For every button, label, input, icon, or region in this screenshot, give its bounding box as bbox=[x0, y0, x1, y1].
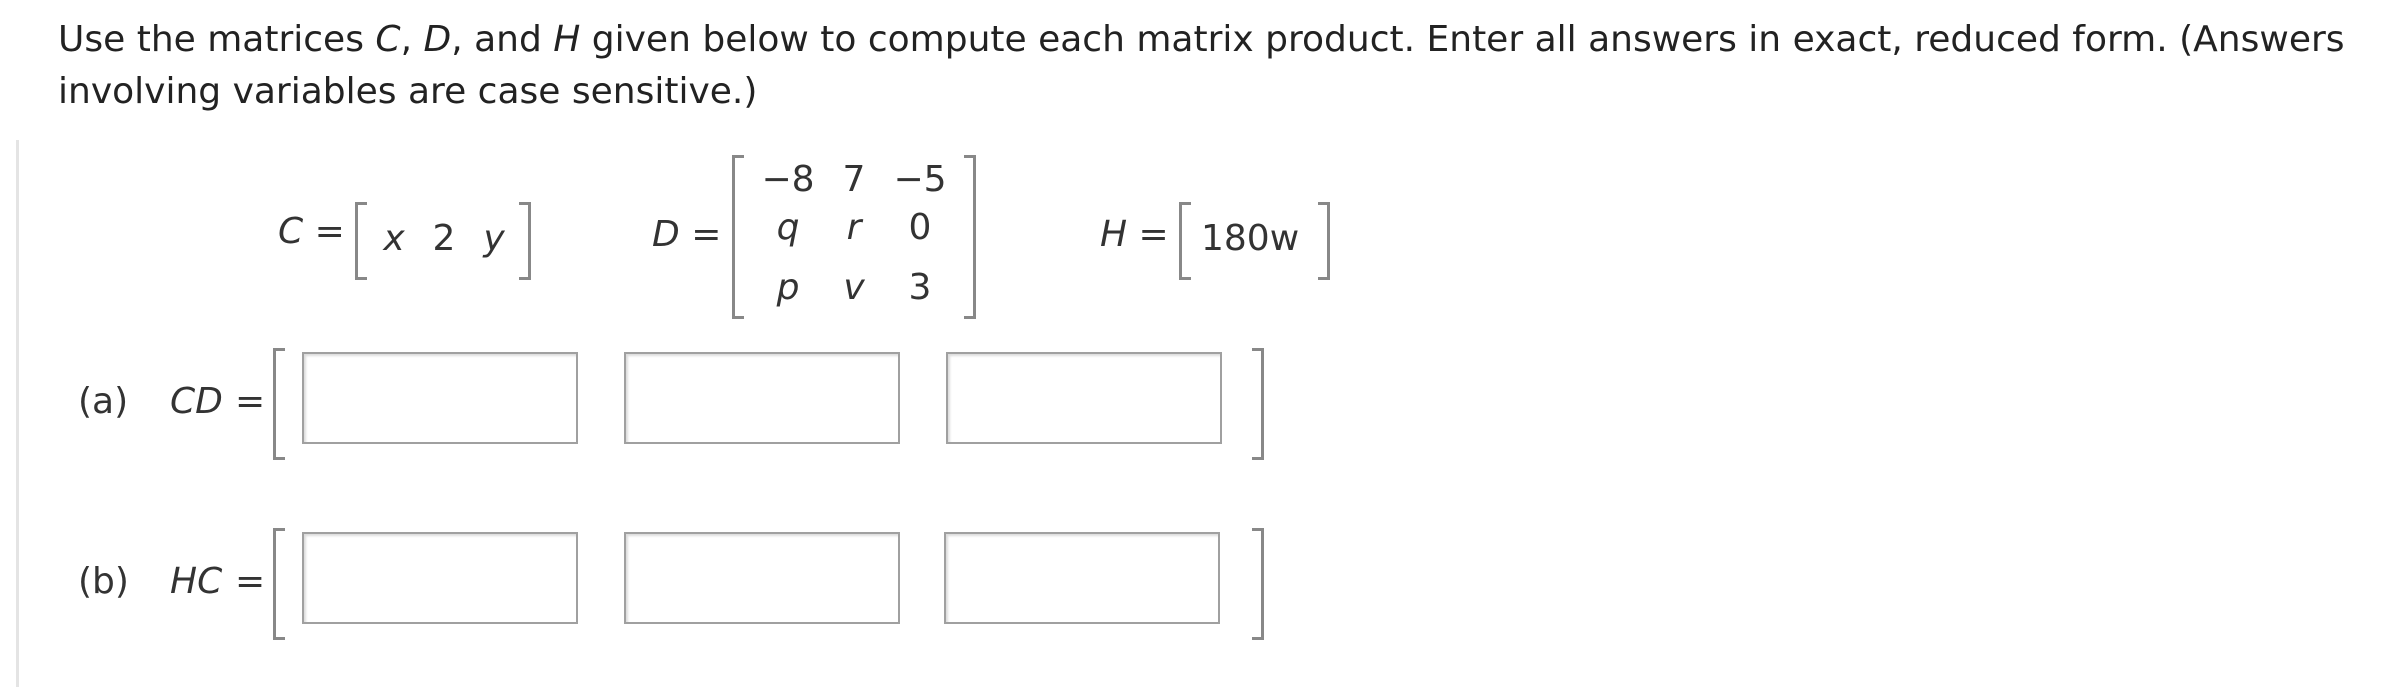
matrix-c-left-bracket bbox=[355, 202, 367, 280]
matrix-c-label: C = bbox=[278, 212, 345, 252]
part-b-right-bracket bbox=[1252, 528, 1264, 640]
matrix-d-cell: 0 bbox=[908, 207, 932, 248]
equals-sign: = bbox=[1138, 214, 1169, 255]
matrix-c-cell: x bbox=[383, 218, 405, 259]
part-a-letter: (a) bbox=[78, 381, 129, 422]
variable-h: H bbox=[553, 19, 581, 60]
matrix-h-right-bracket bbox=[1318, 202, 1330, 280]
part-b-answer-2[interactable] bbox=[624, 532, 900, 624]
instructions-separator: , and bbox=[451, 19, 554, 60]
part-a-answer-3[interactable] bbox=[946, 352, 1222, 444]
variable-d: D bbox=[423, 19, 452, 60]
matrix-h-value: 180w bbox=[1201, 218, 1300, 259]
matrix-d-right-bracket bbox=[964, 155, 976, 319]
matrix-h-name: H bbox=[1100, 214, 1128, 255]
matrix-d-cell: 3 bbox=[908, 267, 932, 308]
equals-sign: = bbox=[314, 211, 345, 252]
matrix-d-cell: p bbox=[776, 267, 800, 308]
part-a-expression: CD bbox=[170, 381, 223, 422]
equals-sign: = bbox=[235, 381, 266, 422]
left-divider bbox=[16, 140, 19, 687]
equals-sign: = bbox=[235, 561, 266, 602]
part-b-left-bracket bbox=[273, 528, 285, 640]
matrix-c-cell: y bbox=[483, 218, 505, 259]
variable-c: C bbox=[375, 19, 401, 60]
part-a-answer-2[interactable] bbox=[624, 352, 900, 444]
equals-sign: = bbox=[691, 214, 722, 255]
part-a-right-bracket bbox=[1252, 348, 1264, 460]
instructions-fragment: given below to compute each matrix produ… bbox=[580, 19, 2345, 60]
part-b-expression: HC bbox=[170, 561, 223, 602]
part-b-answer-1[interactable] bbox=[302, 532, 578, 624]
part-b-answer-3[interactable] bbox=[944, 532, 1220, 624]
matrix-d-cell: 7 bbox=[842, 159, 866, 200]
instructions-line-1: Use the matrices C, D, and H given below… bbox=[58, 14, 2405, 66]
part-a-answer-1[interactable] bbox=[302, 352, 578, 444]
instructions-separator: , bbox=[400, 19, 424, 60]
matrix-d-name: D bbox=[652, 214, 680, 255]
matrix-h-left-bracket bbox=[1179, 202, 1191, 280]
matrix-d-label: D = bbox=[652, 215, 721, 255]
matrix-d-cell: −5 bbox=[893, 159, 947, 200]
instructions-text: Use the matrices C, D, and H given below… bbox=[58, 14, 2405, 118]
matrix-d-cell: v bbox=[843, 267, 865, 308]
matrix-h-cell: 180w bbox=[1201, 219, 1311, 259]
matrix-d-cell: q bbox=[776, 207, 800, 248]
instructions-fragment: Use the matrices bbox=[58, 19, 376, 60]
instructions-line-2: involving variables are case sensitive.) bbox=[58, 71, 758, 112]
matrix-h-label: H = bbox=[1100, 215, 1169, 255]
part-a-left-bracket bbox=[273, 348, 285, 460]
matrix-d-left-bracket bbox=[732, 155, 744, 319]
matrix-c-cell: 2 bbox=[432, 218, 456, 259]
matrix-c-right-bracket bbox=[519, 202, 531, 280]
matrix-d-cell: r bbox=[846, 207, 862, 248]
matrix-d-cell: −8 bbox=[761, 159, 815, 200]
part-b-letter: (b) bbox=[78, 561, 129, 602]
matrix-c-name: C bbox=[278, 211, 304, 252]
